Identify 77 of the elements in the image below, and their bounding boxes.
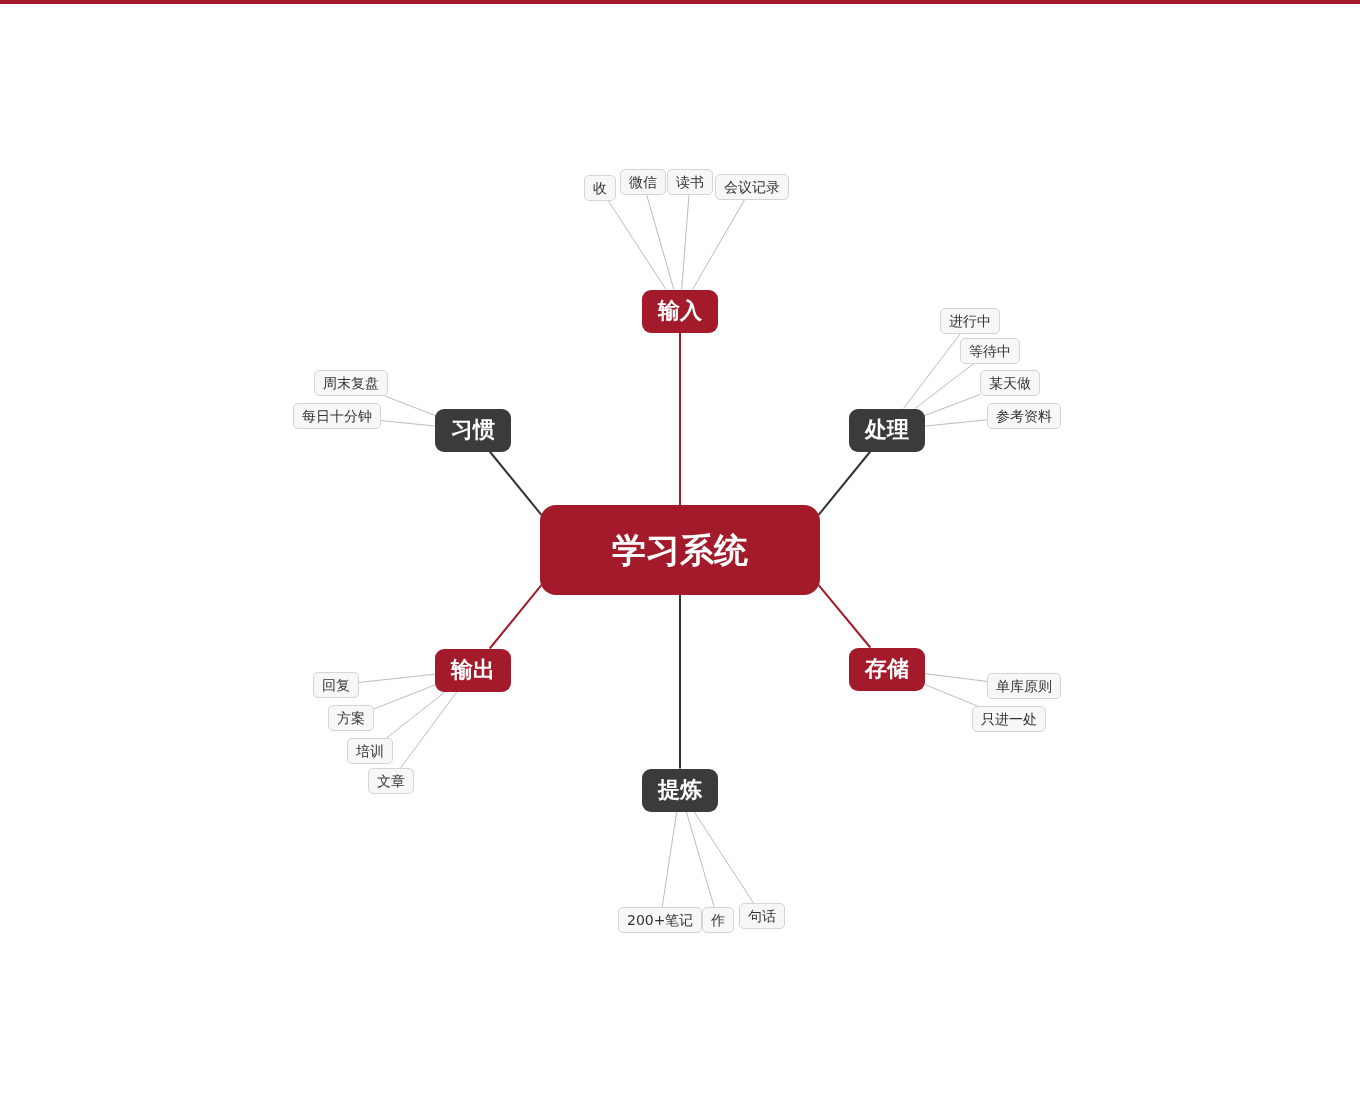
node-label: 微信	[629, 173, 657, 191]
central-node	[540, 505, 820, 595]
node-label: 进行中	[949, 312, 991, 330]
connector-line	[902, 333, 961, 409]
node-label: 作	[711, 911, 725, 929]
connector-line	[661, 811, 678, 908]
connector-line	[685, 811, 715, 908]
leaf-node	[584, 175, 616, 201]
leaf-node	[328, 705, 374, 731]
connector-line	[914, 363, 974, 409]
connector-line	[817, 450, 872, 516]
node-label: 回复	[322, 676, 350, 694]
connector-line	[386, 691, 447, 739]
connector-line	[681, 194, 690, 290]
connector-line	[607, 200, 667, 290]
node-label: 输入	[658, 297, 702, 325]
node-label: 输出	[451, 656, 495, 684]
node-label: 单库原则	[996, 677, 1052, 695]
connector-line	[373, 684, 436, 710]
node-label: 培训	[356, 742, 384, 760]
connector-line	[692, 199, 745, 290]
node-label: 文章	[377, 772, 405, 790]
leaf-node	[702, 907, 734, 933]
node-label: 某天做	[989, 374, 1031, 392]
connector-line	[924, 419, 988, 427]
leaf-node	[739, 903, 785, 929]
node-label: 会议记录	[724, 178, 780, 196]
branch-node	[642, 289, 718, 333]
connector-line	[646, 194, 675, 290]
connector-line	[693, 811, 755, 904]
node-label: 参考资料	[996, 407, 1052, 425]
node-label: 收	[593, 179, 607, 197]
node-label: 处理	[865, 416, 909, 444]
connector-line	[488, 584, 543, 650]
node-label: 200+笔记	[627, 911, 694, 929]
leaf-node	[980, 370, 1040, 396]
leaf-node	[667, 169, 713, 195]
leaf-node	[293, 403, 381, 429]
leaf-node	[314, 370, 388, 396]
node-label: 只进一处	[981, 710, 1037, 728]
branch-node	[435, 648, 511, 692]
connector-line	[384, 395, 436, 416]
leaf-node	[368, 768, 414, 794]
node-label: 周末复盘	[323, 374, 379, 392]
connector-line	[679, 331, 681, 506]
connector-line	[488, 450, 543, 516]
leaf-node	[618, 907, 703, 933]
connector-line	[400, 691, 458, 769]
node-label: 存储	[865, 655, 909, 683]
leaf-node	[987, 403, 1061, 429]
connector-line	[924, 673, 988, 682]
node-label: 等待中	[969, 342, 1011, 360]
branch-node	[849, 408, 925, 452]
connector-line	[924, 684, 978, 707]
branch-node	[435, 408, 511, 452]
leaf-node	[347, 738, 393, 764]
leaf-node	[960, 338, 1020, 364]
node-label: 方案	[337, 709, 365, 727]
leaf-node	[313, 672, 359, 698]
connector-line	[924, 393, 981, 416]
branch-node	[849, 647, 925, 691]
node-label: 每日十分钟	[302, 407, 372, 425]
leaf-node	[972, 706, 1046, 732]
connector-line	[358, 673, 436, 683]
node-label: 读书	[676, 173, 704, 191]
branch-node	[642, 768, 718, 812]
connector-line	[679, 594, 681, 770]
node-label: 学习系统	[612, 529, 748, 571]
leaf-node	[620, 169, 666, 195]
leaf-node	[940, 308, 1000, 334]
leaf-node	[987, 673, 1061, 699]
connector-line	[817, 584, 872, 649]
connector-line	[380, 420, 436, 427]
leaf-node	[715, 174, 789, 200]
node-label: 提炼	[658, 776, 702, 804]
node-label: 句话	[748, 907, 776, 925]
node-label: 习惯	[451, 416, 495, 444]
